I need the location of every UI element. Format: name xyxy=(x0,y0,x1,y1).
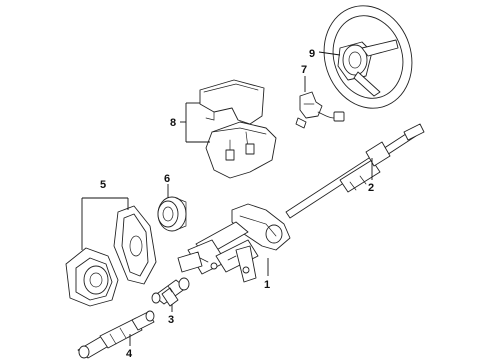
steering-shaft xyxy=(285,123,425,219)
callout-9: 9 xyxy=(309,48,315,60)
callout-7: 7 xyxy=(301,64,307,76)
column-boot-seal xyxy=(65,247,119,307)
callout-1: 1 xyxy=(264,279,270,291)
column-cover-lower xyxy=(205,121,277,179)
steering-column-assembly xyxy=(177,203,291,283)
column-cover-upper xyxy=(199,79,265,125)
callout-3: 3 xyxy=(168,314,174,326)
column-hole-cover xyxy=(113,205,157,285)
callout-2: 2 xyxy=(368,182,374,194)
callout-8: 8 xyxy=(170,117,176,129)
spiral-cable-switch xyxy=(295,91,345,129)
callout-5: 5 xyxy=(100,179,106,191)
column-bearing xyxy=(157,196,187,232)
callout-6: 6 xyxy=(164,173,170,185)
universal-joint xyxy=(151,277,190,307)
intermediate-shaft xyxy=(77,310,155,359)
callout-4: 4 xyxy=(126,348,133,360)
steering-wheel xyxy=(323,5,413,109)
